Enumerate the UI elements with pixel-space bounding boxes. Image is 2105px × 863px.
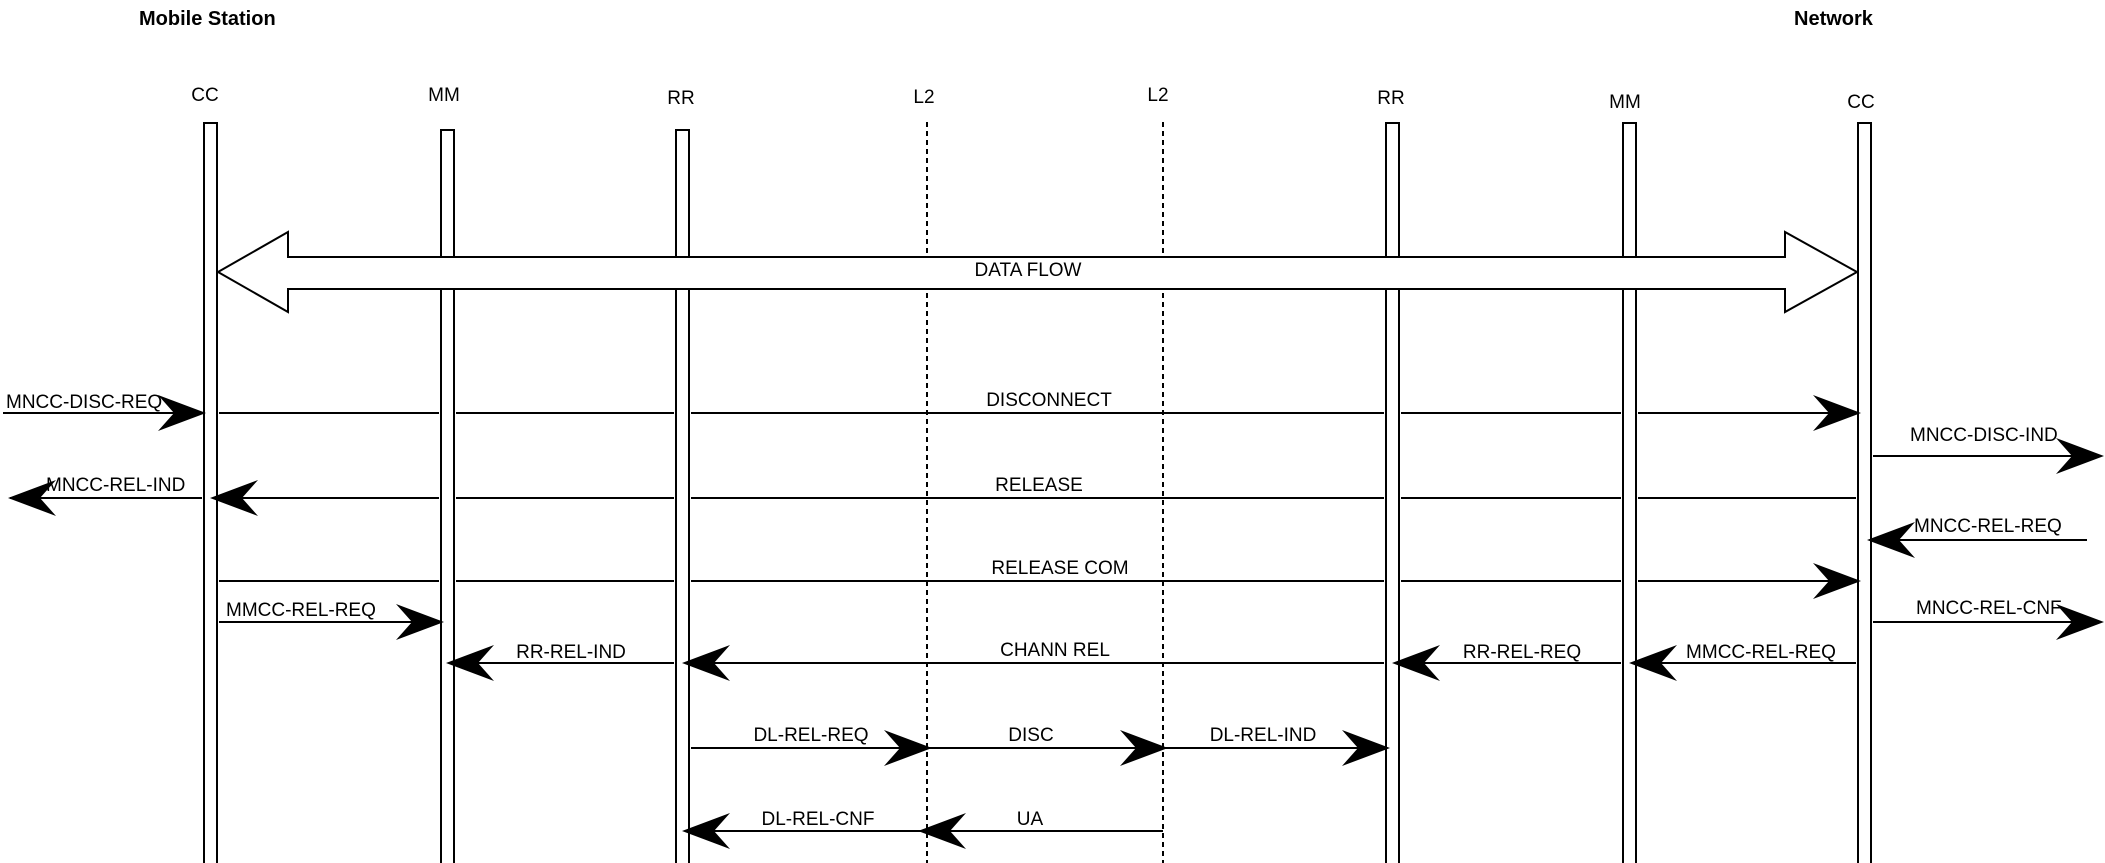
msg-label-mncc-disc-ind: MNCC-DISC-IND <box>1910 425 2058 446</box>
lifeline-rr-net <box>1385 122 1400 863</box>
lifeline-rr-ms <box>675 129 690 863</box>
msg-label-disc: DISC <box>1008 725 1053 746</box>
arrowhead-mncc-rel-ind <box>8 480 56 516</box>
msg-label-chann-rel: CHANN REL <box>1000 640 1110 661</box>
msg-label-ua: UA <box>1017 809 1044 830</box>
msg-label-mmcc-rel-req-ms: MMCC-REL-REQ <box>226 600 376 621</box>
msg-label-mmcc-rel-req-net: MMCC-REL-REQ <box>1686 642 1836 663</box>
data-flow-label: DATA FLOW <box>975 260 1082 281</box>
data-flow-arrow <box>215 230 1860 314</box>
msg-label-mncc-rel-cnf: MNCC-REL-CNF <box>1916 598 2062 619</box>
lifeline-label-l2-ms: L2 <box>913 87 934 108</box>
msg-label-mncc-rel-req: MNCC-REL-REQ <box>1914 516 2062 537</box>
lifeline-mm-net <box>1622 122 1637 863</box>
msg-label-dl-rel-ind: DL-REL-IND <box>1210 725 1317 746</box>
arrowhead-rr-rel-req <box>1392 645 1440 681</box>
arrowhead-mmcc-rel-req-net <box>1629 645 1677 681</box>
msg-label-mncc-rel-ind: MNCC-REL-IND <box>46 475 185 496</box>
lifeline-label-mm-net: MM <box>1609 92 1641 113</box>
lifeline-cc-ms <box>203 122 218 863</box>
arrowhead-chann-rel <box>682 645 730 681</box>
network-title: Network <box>1794 8 1874 30</box>
lifeline-label-cc-ms: CC <box>191 85 218 106</box>
lifeline-label-cc-net: CC <box>1847 92 1874 113</box>
lifeline-cc-net <box>1857 122 1872 863</box>
arrowhead-release <box>210 480 258 516</box>
lifeline-label-rr-ms: RR <box>667 88 694 109</box>
msg-label-dl-rel-cnf: DL-REL-CNF <box>762 809 875 830</box>
msg-label-mncc-disc-req: MNCC-DISC-REQ <box>6 392 162 413</box>
msg-label-rr-rel-ind: RR-REL-IND <box>516 642 626 663</box>
arrowhead-dl-rel-cnf <box>682 813 730 849</box>
lifeline-label-l2-net: L2 <box>1147 85 1168 106</box>
msg-label-rr-rel-req: RR-REL-REQ <box>1463 642 1581 663</box>
msg-label-release: RELEASE <box>995 475 1083 496</box>
arrowhead-ua <box>918 813 966 849</box>
msg-label-disconnect: DISCONNECT <box>986 390 1112 411</box>
msg-label-dl-rel-req: DL-REL-REQ <box>753 725 868 746</box>
arrowhead-rr-rel-ind <box>446 645 494 681</box>
lifeline-label-mm-ms: MM <box>428 85 460 106</box>
arrowhead-mncc-rel-req <box>1867 522 1915 558</box>
mobile-station-title: Mobile Station <box>139 8 276 30</box>
msg-label-release-com: RELEASE COM <box>991 558 1128 579</box>
lifeline-label-rr-net: RR <box>1377 88 1404 109</box>
lifeline-mm-ms <box>440 129 455 863</box>
